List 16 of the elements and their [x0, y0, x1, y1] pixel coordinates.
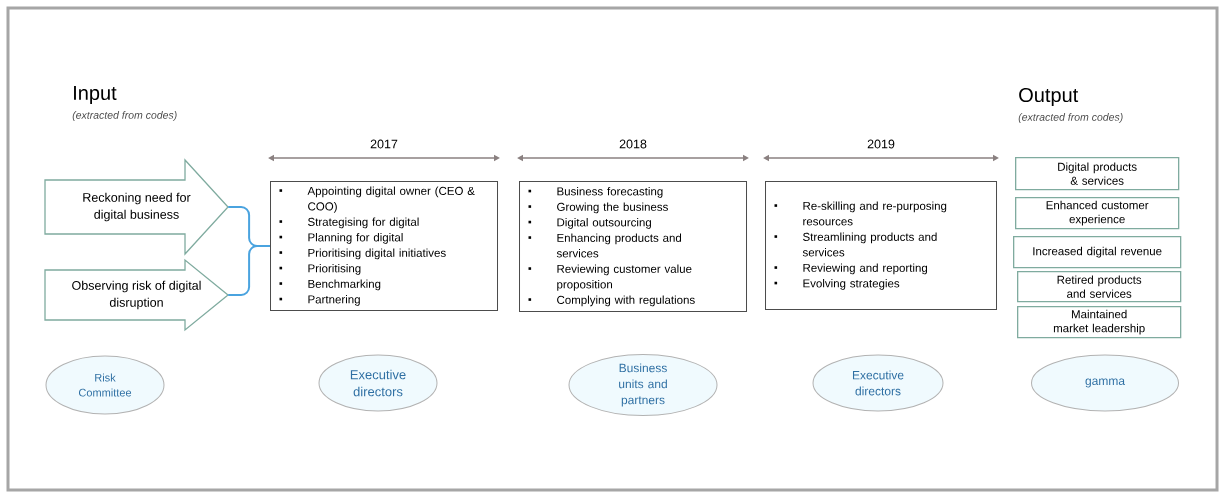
output-box: Maintained market leadership [1017, 306, 1182, 339]
output-box: Increased digital revenue [1013, 236, 1182, 269]
activity-box: Re-skilling and re-purposing resources Streamlining products and services Reviewing and reporting Evolving strategies [765, 181, 997, 310]
output-box: Enhanced customer experience [1015, 197, 1180, 230]
output-box: Retired products and services [1017, 271, 1182, 303]
heading: Output [1019, 87, 1079, 107]
year-label: 2019 [867, 139, 895, 149]
year-label: 2018 [619, 139, 647, 149]
subtitle: (extracted from codes) [72, 111, 177, 121]
activity-box: Business forecasting Growing the business Digital outsourcing Enhancing products and services Reviewing customer value proposition Complying with regulations [519, 181, 747, 312]
subtitle: (extracted from codes) [1018, 113, 1123, 123]
year-label: 2017 [370, 139, 398, 149]
output-box: Digital products & services [1015, 157, 1180, 191]
activity-box: Appointing digital owner (CEO & COO) Strategising for digital Planning for digital Prioritising digital initiatives Prioritising Benchmarking Partnering [270, 181, 498, 311]
brace-connector [227, 245, 271, 296]
heading: Input [74, 86, 117, 104]
